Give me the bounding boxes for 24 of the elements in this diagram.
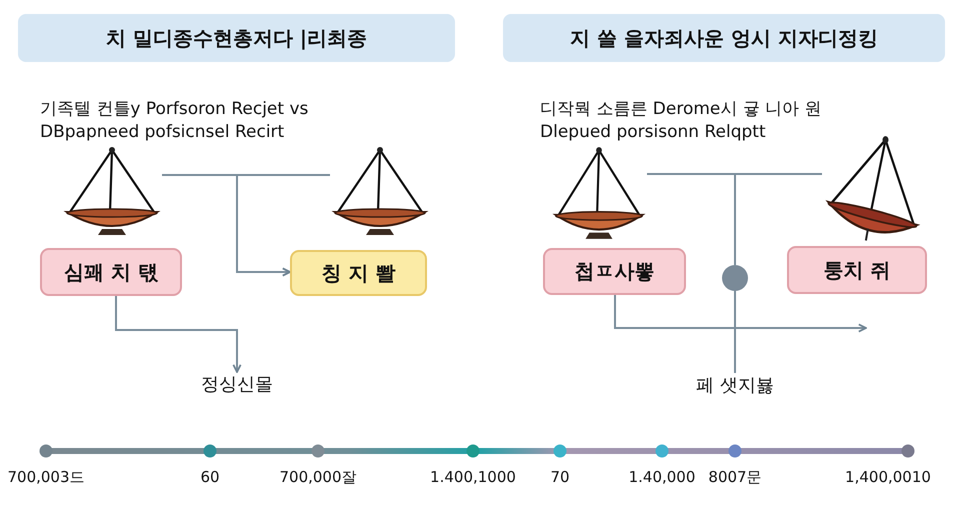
subtitle-text: 기족텔 컨틀y Porfsoron Recjet vs DBpapneed pofsicnsel Recirt [40, 98, 310, 144]
timeline-label: 60 [199, 468, 221, 486]
header-band: 지 쓸 을자죄사운 엉시 지자디정킹 [503, 14, 945, 62]
arrow [614, 295, 867, 332]
process-box: 심꽤 치 턗 [40, 248, 182, 296]
timeline-label: 1.400,1000 [429, 468, 517, 486]
scale-drawing [62, 145, 162, 237]
outcome-text: 페 샛지뵳 [678, 373, 792, 397]
connector-line [734, 291, 736, 373]
process-box: 칭 지 뽤 [290, 250, 427, 296]
process-box: 퉁치 쥐 [787, 246, 927, 294]
scale-drawing [330, 145, 430, 237]
connector-line [734, 173, 822, 265]
junction-circle [722, 265, 748, 291]
arrow [236, 174, 330, 276]
outcome-text: 정싱신몰 [187, 372, 287, 396]
scale-drawing [551, 145, 647, 241]
timeline-label: 1,400,0010 [844, 468, 932, 486]
process-box: 첩ㅍ사뽛 [543, 248, 686, 295]
timeline-label: 700,003드 [6, 468, 86, 487]
header-band: 치 밀디종수현총저다 |리최종 [18, 14, 455, 62]
arrow [115, 296, 242, 373]
subtitle-text: 디작뭑 소름른 Derome시 귷 니아 원 Dlepued porsisonn Relqptt [540, 98, 823, 144]
timeline-label: 700,000잘 [278, 468, 358, 487]
